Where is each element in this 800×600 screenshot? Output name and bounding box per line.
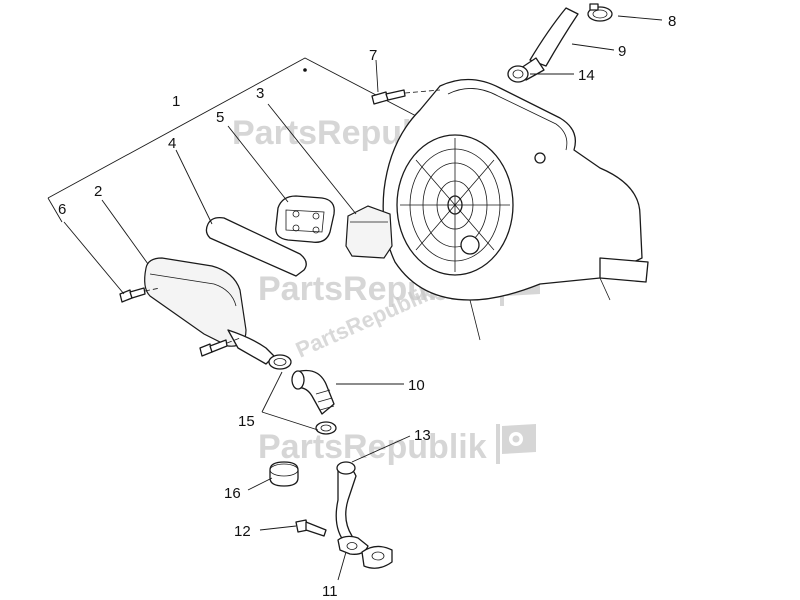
elbow-hose-10 (291, 369, 335, 415)
airbox-cover-2 (144, 257, 275, 365)
callout-12: 12 (234, 523, 251, 540)
watermark-text: PartsRepublik (258, 428, 487, 466)
fan-cover-housing (382, 78, 649, 341)
clamps-15 (268, 354, 337, 435)
filter-holder-5 (275, 195, 335, 243)
callout-10: 10 (408, 377, 425, 394)
flange-gasket-11 (337, 535, 393, 569)
callout-3: 3 (256, 85, 264, 102)
callout-labels: 1 2 3 4 5 6 7 8 9 10 11 12 13 14 15 16 (58, 13, 676, 600)
gear-flag-icon (496, 424, 536, 464)
callout-16: 16 (224, 485, 241, 502)
callout-8: 8 (668, 13, 676, 30)
callout-4: 4 (168, 135, 176, 152)
screw-12 (295, 519, 327, 537)
callout-7: 7 (369, 47, 377, 64)
screw-7 (371, 89, 441, 105)
clip-16 (269, 461, 299, 487)
callout-2: 2 (94, 183, 102, 200)
callout-15: 15 (238, 413, 255, 430)
gasket-4 (205, 216, 307, 277)
filter-element-3 (345, 205, 393, 259)
callout-14: 14 (578, 67, 595, 84)
callout-5: 5 (216, 109, 224, 126)
callout-11: 11 (322, 583, 338, 600)
leader-lines (63, 15, 663, 581)
hose-9 (517, 7, 579, 81)
callout-9: 9 (618, 43, 626, 60)
callout-1: 1 (172, 93, 180, 110)
breather-pipe-13 (335, 461, 357, 545)
hose-clamp-14 (507, 65, 529, 83)
callout-13: 13 (414, 427, 431, 444)
screws-6 (119, 287, 241, 357)
callout-6: 6 (58, 201, 66, 218)
hose-clamp-8 (587, 3, 613, 22)
